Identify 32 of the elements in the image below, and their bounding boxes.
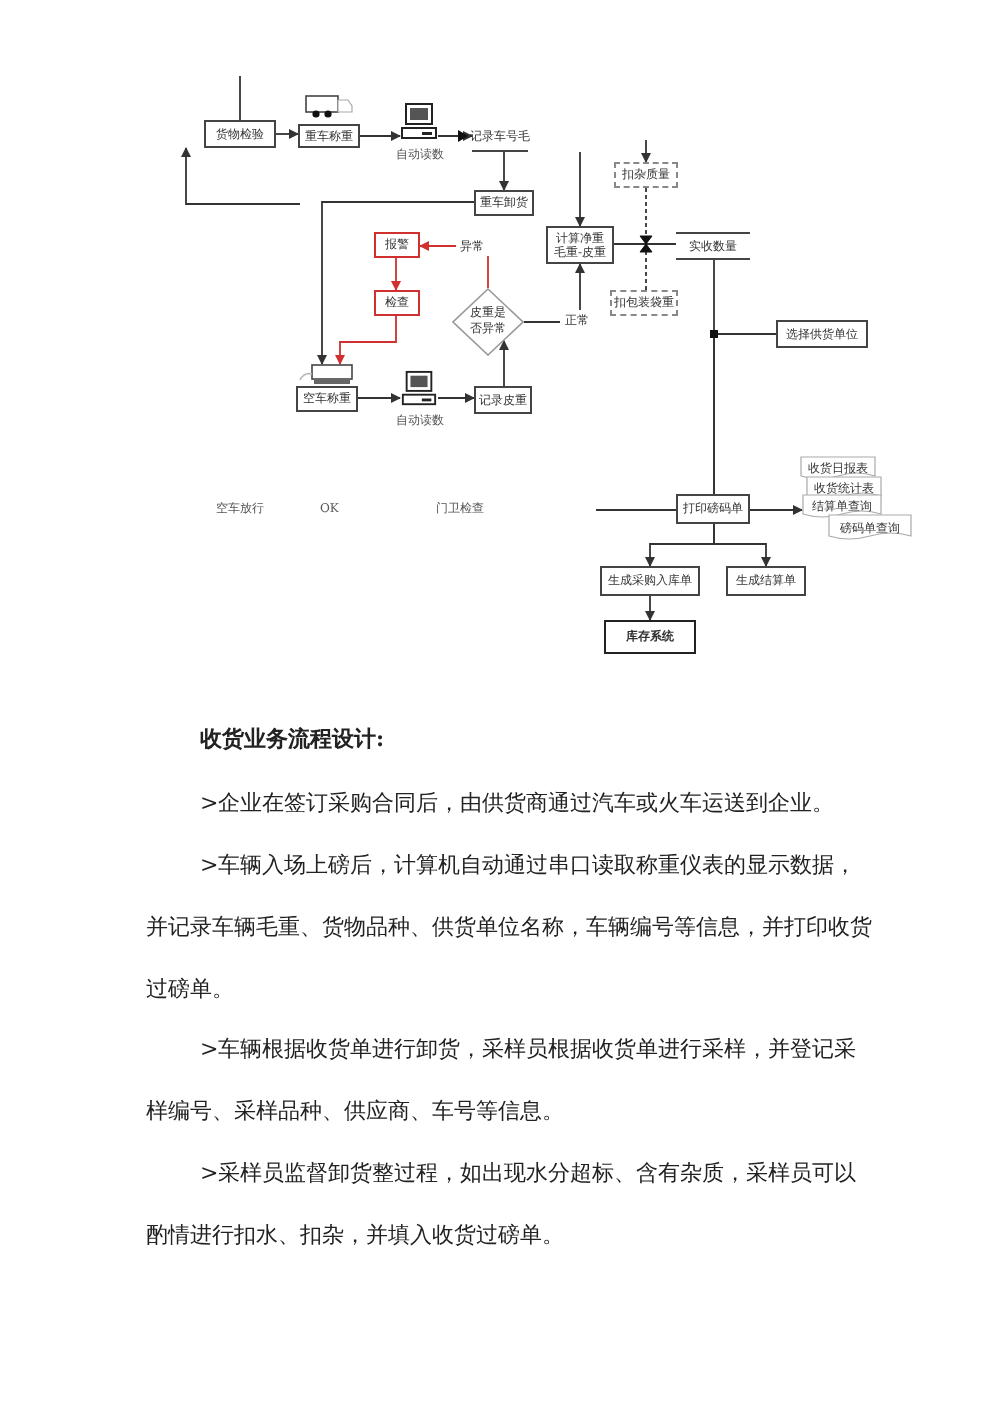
- paragraph: >车辆根据收货单进行卸货，采样员根据收货单进行采样，并登记采样编号、采样品种、供应商、车号等信息。: [146, 1033, 859, 1127]
- paragraph: >车辆入场上磅后，计算机自动通过串口读取称重仪表的显示数据，并记录车辆毛重、货物品种、供货单位名称，车辆编号等信息，并打印收货过磅单。: [146, 849, 874, 1005]
- paragraph: >企业在签订采购合同后，由供货商通过汽车或火车运送到企业。: [198, 787, 837, 819]
- connector-line: [645, 595, 655, 621]
- connector-line: [595, 509, 677, 511]
- connector-line: [357, 393, 401, 403]
- connector-line: [575, 151, 585, 227]
- connector-line: [575, 263, 585, 311]
- connector-line: [499, 339, 509, 387]
- connector-line: [437, 393, 475, 403]
- connector-line: [641, 139, 651, 163]
- connector-line: [419, 241, 457, 251]
- connector-line: [359, 131, 401, 141]
- heading: 收货业务流程设计:: [200, 724, 387, 756]
- connector-line: [437, 131, 473, 141]
- connector-line: [239, 75, 241, 121]
- connector-line: [275, 129, 299, 139]
- connector-line: [181, 147, 301, 205]
- connector-line: [317, 201, 475, 365]
- connector-line: [499, 151, 509, 191]
- connector-line: [523, 321, 561, 323]
- connector-line: [713, 523, 771, 567]
- connector-line: [335, 315, 397, 365]
- computer-icon: [400, 102, 438, 142]
- computer-icon: [400, 370, 438, 408]
- connector-line: [487, 255, 489, 289]
- connector-line: [749, 505, 803, 515]
- connector-line: [391, 257, 401, 291]
- connector-line: [613, 243, 677, 245]
- connector-line: [645, 187, 647, 291]
- paragraph: >采样员监督卸货整过程，如出现水分超标、含有杂质，采样员可以酌情进行扣水、扣杂，并填入收货过磅单。: [146, 1157, 859, 1251]
- connector-line: [713, 333, 777, 495]
